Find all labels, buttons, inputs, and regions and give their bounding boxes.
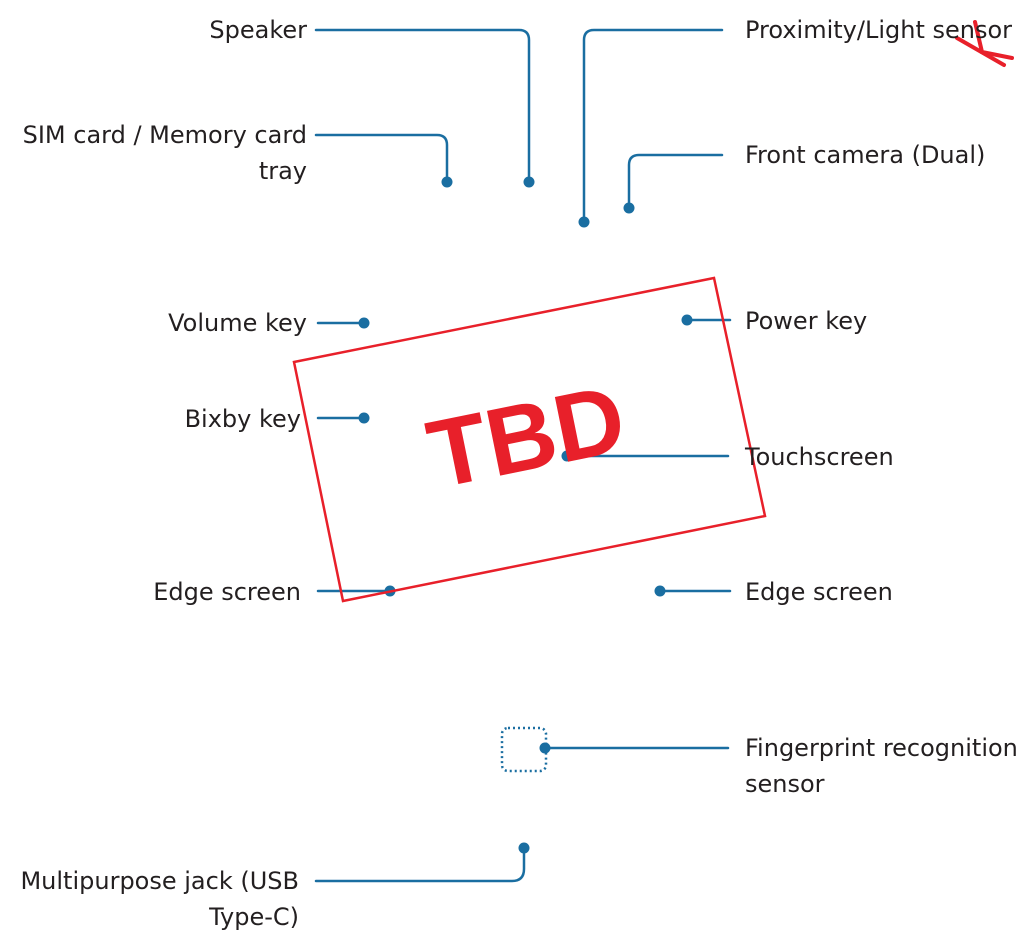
leader-speaker bbox=[314, 28, 531, 184]
label-multipurpose-line1: Multipurpose jack (USB bbox=[20, 867, 299, 895]
label-fingerprint-line1: Fingerprint recognition bbox=[745, 734, 1018, 762]
label-front-camera: Front camera (Dual) bbox=[745, 141, 986, 169]
label-volume-key: Volume key bbox=[168, 309, 307, 337]
label-edge-screen-left: Edge screen bbox=[153, 578, 301, 606]
dot-proximity-sensor bbox=[578, 216, 590, 228]
fingerprint-sensor-outline bbox=[500, 726, 548, 773]
label-fingerprint-line2: sensor bbox=[745, 770, 825, 798]
label-edge-screen-right: Edge screen bbox=[745, 578, 893, 606]
label-sim-tray-line2: tray bbox=[258, 157, 307, 185]
dot-power-key bbox=[681, 314, 693, 326]
label-touchscreen: Touchscreen bbox=[745, 443, 894, 471]
leader-multipurpose-jack bbox=[314, 846, 526, 883]
dot-touchscreen bbox=[561, 450, 573, 462]
dot-multipurpose-jack bbox=[518, 842, 530, 854]
leader-front-camera bbox=[627, 153, 724, 210]
dot-volume-key bbox=[358, 317, 370, 329]
dot-sim-tray bbox=[441, 176, 453, 188]
label-power-key: Power key bbox=[745, 307, 868, 335]
label-sim-tray-line1: SIM card / Memory card bbox=[22, 121, 307, 149]
leader-sim-tray bbox=[314, 133, 449, 184]
leader-proximity-sensor bbox=[582, 28, 724, 224]
dot-bixby-key bbox=[358, 412, 370, 424]
dot-front-camera bbox=[623, 202, 635, 214]
label-multipurpose-line2: Type-C) bbox=[209, 903, 299, 931]
stamp-text: TBD bbox=[419, 365, 634, 509]
label-speaker: Speaker bbox=[209, 16, 307, 44]
corner-stamp-fragment bbox=[955, 20, 1014, 67]
dot-edge-screen-right bbox=[654, 585, 666, 597]
label-bixby-key: Bixby key bbox=[184, 405, 301, 433]
dot-speaker bbox=[523, 176, 535, 188]
label-proximity-sensor: Proximity/Light sensor bbox=[745, 16, 1013, 44]
